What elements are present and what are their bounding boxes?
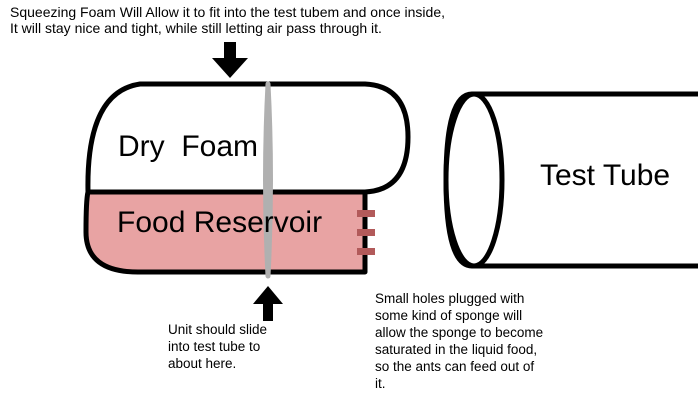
test-tube [443,91,698,269]
hole-plug [357,248,375,255]
slide-note-line: about here. [168,356,237,371]
slide-note-line: into test tube to [168,339,261,354]
slide-note: Unit should slide into test tube to abou… [168,321,267,372]
test-tube-opening [443,91,505,269]
top-note-line: Squeezing Foam Will Allow it to fit into… [10,4,446,20]
hole-plug [357,210,375,217]
reservoir-label: Food Reservoir [117,206,322,239]
hole-plug [357,229,375,236]
holes-note-line: allow the sponge to become [375,325,544,340]
foam-label: Dry Foam [118,130,258,163]
slide-position-line [263,81,273,279]
holes-note-line: some kind of sponge will [375,308,523,323]
food-reservoir-shape [83,189,368,275]
holes-note-line: saturated in the liquid food, [375,342,538,357]
test-tube-label: Test Tube [540,159,670,192]
bottom-arrow [253,286,283,321]
holes-note-line: it. [375,376,386,391]
dry-foam-shape [85,81,411,195]
holes-note-line: Small holes plugged with [375,291,525,306]
holes-note: Small holes plugged with some kind of sp… [375,290,543,392]
holes-note-line: so the ants can feed out of [375,359,535,374]
top-note: Squeezing Foam Will Allow it to fit into… [10,4,445,36]
top-arrow [212,42,248,78]
slide-note-line: Unit should slide [168,322,268,337]
top-note-line: It will stay nice and tight, while still… [10,20,382,36]
